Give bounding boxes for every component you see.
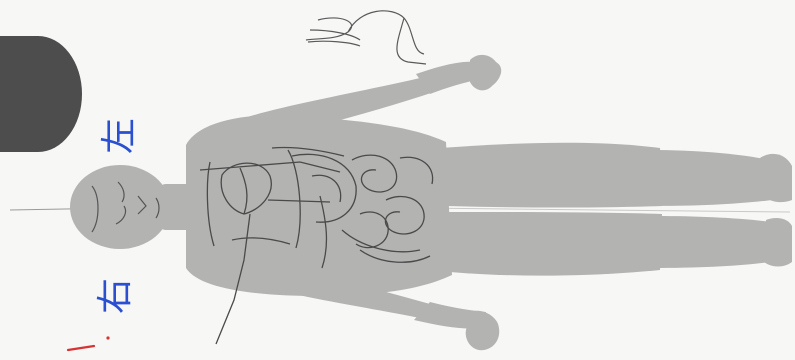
red-mark bbox=[68, 346, 94, 350]
midline-body bbox=[420, 208, 790, 212]
right-side-label: 右 bbox=[98, 278, 134, 314]
left-side-label: 左 bbox=[102, 118, 138, 154]
top-sketch bbox=[306, 11, 426, 64]
body-silhouette bbox=[70, 55, 792, 350]
dark-tab bbox=[0, 36, 82, 152]
red-dot bbox=[106, 336, 109, 339]
